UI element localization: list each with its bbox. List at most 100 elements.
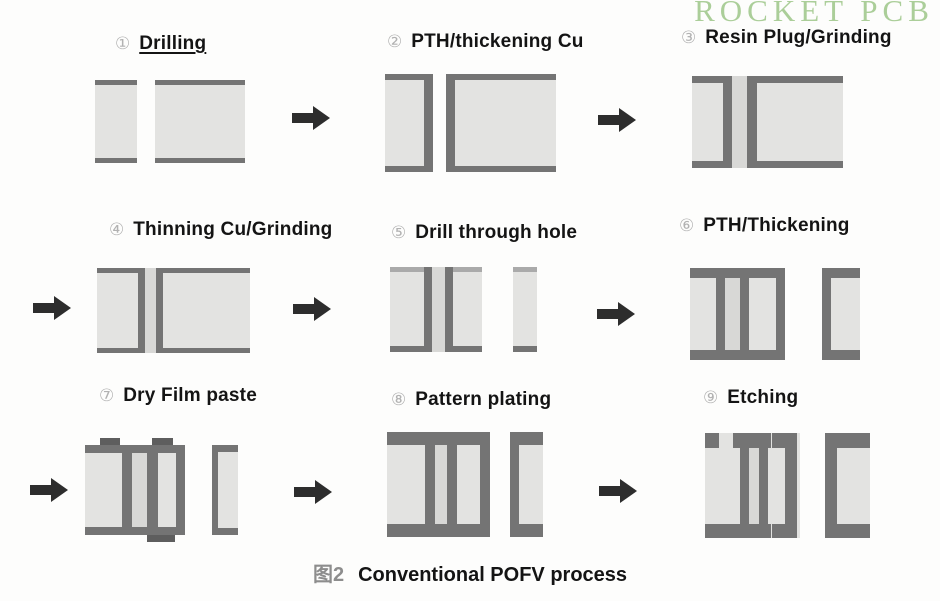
copper-top-layer: [156, 268, 250, 273]
resin-plug: [725, 278, 740, 350]
step-4-number: ④: [109, 220, 125, 239]
copper-top-layer: [822, 268, 860, 278]
copper-top-layer: [95, 80, 137, 85]
resin-plug: [432, 267, 445, 352]
step-9-label: ⑨ Etching: [703, 387, 798, 409]
arrow-right-icon: [33, 296, 71, 320]
step-4-label: ④ Thinning Cu/Grinding: [109, 219, 332, 241]
copper-hole-wall: [424, 74, 433, 172]
copper-bottom-layer: [85, 527, 185, 535]
resin-plug: [145, 268, 156, 353]
copper-top-layer: [825, 433, 870, 448]
dry-film-tab: [100, 438, 120, 445]
copper-bottom-layer: [747, 161, 843, 168]
copper-hole-wall: [212, 445, 218, 535]
step-1-title: Drilling: [139, 33, 207, 54]
copper-hole-wall: [424, 267, 432, 352]
substrate-piece: [446, 74, 556, 172]
substrate-piece: [445, 267, 482, 352]
substrate-piece: [385, 74, 433, 172]
substrate-piece: [155, 80, 245, 163]
copper-hole-wall: [445, 267, 453, 352]
step-6-title: PTH/Thickening: [703, 215, 850, 236]
substrate-piece: [97, 268, 145, 353]
copper-hole-wall: [747, 76, 757, 168]
substrate-piece: [510, 432, 543, 537]
copper-top-layer: [692, 76, 732, 83]
copper-bottom-layer: [155, 158, 245, 163]
step-3-number: ③: [681, 28, 697, 47]
substrate-piece: [95, 80, 137, 163]
copper-bottom-layer: [513, 346, 537, 352]
copper-via-wall: [122, 445, 132, 535]
step-5-label: ⑤ Drill through hole: [391, 222, 577, 244]
step-7-number: ⑦: [99, 386, 115, 405]
caption-text: Conventional POFV process: [358, 564, 628, 586]
copper-via-wall: [447, 432, 457, 537]
copper-pad: [772, 524, 785, 538]
copper-top-layer: [85, 445, 185, 453]
copper-hole-wall: [510, 432, 519, 537]
rocket-pcb-watermark: ROCKET PCB: [694, 0, 934, 28]
copper-hole-wall: [723, 76, 732, 168]
copper-pad: [705, 433, 719, 448]
arrow-right-icon: [294, 480, 332, 504]
copper-top-layer: [513, 267, 537, 272]
step-2-title: PTH/thickening Cu: [411, 31, 584, 52]
substrate-piece: [212, 445, 238, 535]
step-8-number: ⑧: [391, 390, 407, 409]
arrow-right-icon: [30, 478, 68, 502]
copper-via-wall: [740, 268, 749, 360]
substrate-piece: [85, 438, 185, 542]
step-7-title: Dry Film paste: [123, 385, 257, 406]
copper-hole-wall: [176, 445, 185, 535]
step-7-label: ⑦ Dry Film paste: [99, 385, 257, 407]
step-8-label: ⑧ Pattern plating: [391, 389, 551, 411]
arrow-right-icon: [597, 302, 635, 326]
copper-pad: [772, 433, 785, 448]
copper-hole-wall: [785, 433, 797, 538]
copper-hole-wall: [156, 268, 163, 353]
copper-bottom-layer: [156, 348, 250, 353]
copper-top-layer: [446, 74, 556, 80]
copper-top-layer: [385, 74, 433, 80]
resin-plug: [732, 76, 747, 168]
arrow-right-icon: [599, 479, 637, 503]
step-4-title: Thinning Cu/Grinding: [133, 219, 333, 240]
copper-bottom-layer: [212, 528, 238, 535]
copper-hole-wall: [825, 433, 837, 538]
step-5-title: Drill through hole: [415, 222, 578, 243]
dry-film-tab: [147, 535, 175, 542]
substrate-piece: [705, 433, 800, 538]
step-6-label: ⑥ PTH/Thickening: [679, 215, 850, 237]
copper-bottom-layer: [97, 348, 145, 353]
copper-via-wall: [740, 446, 749, 524]
copper-top-layer: [390, 267, 432, 272]
arrow-right-icon: [293, 297, 331, 321]
figure-number: 图2: [312, 564, 345, 586]
substrate-piece: [692, 76, 732, 168]
copper-bottom-layer: [822, 350, 860, 360]
copper-bottom-layer: [387, 524, 490, 537]
step-3-label: ③ Resin Plug/Grinding: [681, 27, 892, 49]
step-1-label: ① Drilling: [115, 33, 206, 55]
arrow-right-icon: [292, 106, 330, 130]
copper-bottom-layer: [692, 161, 732, 168]
substrate-piece: [390, 267, 432, 352]
copper-bottom-layer: [825, 524, 870, 538]
step-2-number: ②: [387, 32, 403, 51]
copper-bottom-layer: [385, 166, 433, 172]
copper-hole-wall: [822, 268, 831, 360]
copper-bottom-layer: [446, 166, 556, 172]
dry-film-tab: [152, 438, 173, 445]
copper-bottom-layer: [95, 158, 137, 163]
figure-caption: 图2 Conventional POFV process: [0, 558, 940, 587]
copper-top-layer: [690, 268, 785, 278]
copper-hole-wall: [776, 268, 785, 360]
copper-top-layer: [445, 267, 482, 272]
step-2-label: ② PTH/thickening Cu: [387, 31, 584, 53]
step-8-title: Pattern plating: [415, 389, 552, 410]
resin-plug: [435, 445, 447, 524]
copper-via-wall: [716, 268, 725, 360]
copper-via-cap: [733, 433, 771, 448]
